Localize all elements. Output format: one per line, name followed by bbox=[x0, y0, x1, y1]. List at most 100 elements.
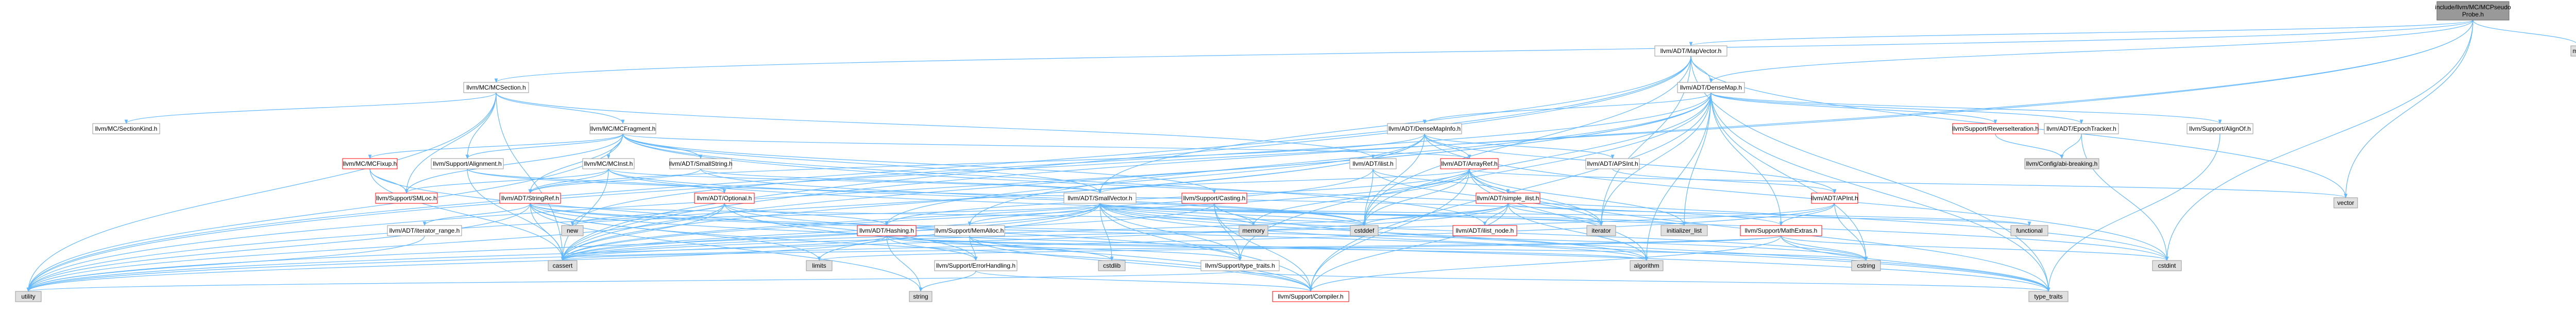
node-alignment[interactable]: llvm/Support/Alignment.h bbox=[431, 158, 504, 169]
edge-MCFragment-to-SMLoc bbox=[404, 133, 623, 194]
edge-MCSection-to-SMLoc bbox=[404, 92, 497, 194]
node-ilist-node[interactable]: llvm/ADT/ilist_node.h bbox=[1452, 225, 1517, 236]
node-type-traits-h[interactable]: llvm/Support/type_traits.h bbox=[1200, 260, 1280, 271]
node-utility[interactable]: utility bbox=[15, 291, 42, 302]
edge-Alignment-to-Optional bbox=[467, 168, 726, 194]
edge-StringRef-to-algorithm bbox=[530, 203, 1649, 261]
node-errorhandling[interactable]: llvm/Support/ErrorHandling.h bbox=[934, 260, 1018, 271]
edge-simple_ilist-to-functional bbox=[1507, 203, 2031, 226]
node-functional[interactable]: functional bbox=[2010, 225, 2048, 236]
node-casting[interactable]: llvm/Support/Casting.h bbox=[1181, 193, 1247, 204]
edge-DenseMapInfo-to-Hashing bbox=[885, 133, 1425, 226]
node-label: llvm/ADT/simple_ilist.h bbox=[1477, 195, 1539, 202]
node-smallvector[interactable]: llvm/ADT/SmallVector.h bbox=[1063, 193, 1137, 204]
edge-SmallVector-to-initializer_list bbox=[1099, 203, 1686, 226]
node-vector[interactable]: vector bbox=[2333, 197, 2358, 209]
node-smallstring[interactable]: llvm/ADT/SmallString.h bbox=[669, 158, 733, 169]
node-apsint[interactable]: llvm/ADT/APSInt.h bbox=[1585, 158, 1640, 169]
edge-MCInst-to-SMLoc bbox=[404, 168, 609, 194]
edge-DenseMap-to-cstring bbox=[1710, 92, 1868, 261]
node-memory[interactable]: memory bbox=[1239, 225, 1268, 236]
node-label: llvm/Support/MathExtras.h bbox=[1745, 227, 1818, 234]
edge-MemAlloc-to-Compiler bbox=[969, 235, 1313, 292]
node-box bbox=[1586, 225, 1616, 236]
edge-MathExtras-to-cstring bbox=[1781, 235, 1868, 261]
node-cstring[interactable]: cstring bbox=[1851, 260, 1881, 271]
node-box bbox=[1851, 260, 1881, 271]
node-type-traits[interactable]: type_traits bbox=[2028, 291, 2069, 302]
node-box bbox=[694, 193, 755, 204]
edge-AlignOf-to-type_traits bbox=[2046, 133, 2221, 292]
edge-SmallVector-to-type_traits bbox=[1099, 203, 2050, 292]
node-map[interactable]: map bbox=[2570, 45, 2576, 57]
node-densemapinfo[interactable]: llvm/ADT/DenseMapInfo.h bbox=[1387, 123, 1462, 134]
node-alignof[interactable]: llvm/Support/AlignOf.h bbox=[2187, 123, 2253, 134]
node-box bbox=[1440, 158, 1499, 169]
node-densemap[interactable]: llvm/ADT/DenseMap.h bbox=[1677, 82, 1745, 93]
node-box bbox=[2152, 260, 2182, 271]
node-mapvector[interactable]: llvm/ADT/MapVector.h bbox=[1654, 45, 1727, 57]
node-box bbox=[92, 123, 160, 134]
node-box bbox=[15, 291, 42, 302]
edge-DenseMap-to-cstddef bbox=[1362, 92, 1711, 226]
node-stringref[interactable]: llvm/ADT/StringRef.h bbox=[499, 193, 561, 204]
node-label: llvm/ADT/ArrayRef.h bbox=[1441, 160, 1497, 167]
node-algorithm[interactable]: algorithm bbox=[1630, 260, 1664, 271]
edge-SmallVector-to-type_traits_h bbox=[1099, 203, 1242, 261]
node-new[interactable]: new bbox=[561, 225, 584, 236]
node-mathextras[interactable]: llvm/Support/MathExtras.h bbox=[1740, 225, 1822, 236]
node-initializer-list[interactable]: initializer_list bbox=[1660, 225, 1708, 236]
node-mcfragment[interactable]: llvm/MC/MCFragment.h bbox=[589, 123, 656, 134]
node-box bbox=[2187, 123, 2253, 134]
node-reverseiteration[interactable]: llvm/Support/ReverseIteration.h bbox=[1952, 123, 2039, 134]
edge-simple_ilist-to-cstddef bbox=[1362, 203, 1509, 226]
node-abibreaking[interactable]: llvm/Config/abi-breaking.h bbox=[2024, 158, 2099, 169]
node-smloc[interactable]: llvm/Support/SMLoc.h bbox=[375, 193, 438, 204]
edge-DenseMap-to-MemAlloc bbox=[968, 92, 1711, 226]
node-label: llvm/ADT/ilist.h bbox=[1352, 160, 1393, 167]
node-box bbox=[1740, 225, 1822, 236]
node-label: llvm/Support/Alignment.h bbox=[433, 160, 501, 167]
edge-root-to-MapVector bbox=[1689, 20, 2473, 46]
node-mcinst[interactable]: llvm/MC/MCInst.h bbox=[582, 158, 635, 169]
node-iterator[interactable]: iterator bbox=[1586, 225, 1616, 236]
edge-MCInst-to-cassert bbox=[561, 168, 609, 261]
node-cassert[interactable]: cassert bbox=[548, 260, 578, 271]
node-box bbox=[2028, 291, 2069, 302]
edge-MCFragment-to-ilist_node bbox=[622, 133, 1487, 226]
edge-root-to-MCSection bbox=[495, 20, 2473, 83]
edge-MapVector-to-utility bbox=[26, 56, 1691, 292]
node-mcfixup[interactable]: llvm/MC/MCFixup.h bbox=[342, 158, 398, 169]
edge-ArrayRef-to-Compiler bbox=[1309, 168, 1470, 292]
node-box bbox=[582, 158, 635, 169]
node-mcsection[interactable]: llvm/MC/MCSection.h bbox=[463, 82, 529, 93]
edge-APInt-to-utility bbox=[26, 203, 1835, 292]
node-cstddef[interactable]: cstddef bbox=[1350, 225, 1379, 236]
node-sectionkind[interactable]: llvm/MC/SectionKind.h bbox=[92, 123, 160, 134]
node-cstdint[interactable]: cstdint bbox=[2152, 260, 2182, 271]
node-box bbox=[589, 123, 656, 134]
node-iterator-range[interactable]: llvm/ADT/iterator_range.h bbox=[387, 225, 462, 236]
edge-DenseMap-to-algorithm bbox=[1645, 92, 1711, 261]
node-compiler[interactable]: llvm/Support/Compiler.h bbox=[1272, 291, 1349, 302]
node-label: llvm/MC/MCFragment.h bbox=[590, 125, 656, 132]
node-label: cstddef bbox=[1354, 227, 1375, 234]
edge-MathExtras-to-limits bbox=[818, 235, 1782, 261]
node-epochtracker[interactable]: llvm/ADT/EpochTracker.h bbox=[2044, 123, 2119, 134]
edge-SmallString-to-SmallVector bbox=[700, 168, 1102, 194]
node-hashing[interactable]: llvm/ADT/Hashing.h bbox=[857, 225, 917, 236]
node-apint[interactable]: llvm/ADT/APInt.h bbox=[1811, 193, 1858, 204]
node-simple-ilist[interactable]: llvm/ADT/simple_ilist.h bbox=[1476, 193, 1540, 204]
node-cstdlib[interactable]: cstdlib bbox=[1098, 260, 1126, 271]
edge-MCFragment-to-Casting bbox=[622, 133, 1216, 194]
edge-ilist-to-cstddef bbox=[1362, 168, 1374, 226]
node-limits[interactable]: limits bbox=[806, 260, 833, 271]
node-memalloc[interactable]: llvm/Support/MemAlloc.h bbox=[934, 225, 1005, 236]
node-ilist[interactable]: llvm/ADT/ilist.h bbox=[1349, 158, 1397, 169]
node-string[interactable]: string bbox=[909, 291, 933, 302]
edge-SmallVector-to-cstdlib bbox=[1099, 203, 1114, 261]
node-arrayref[interactable]: llvm/ADT/ArrayRef.h bbox=[1440, 158, 1499, 169]
node-optional[interactable]: llvm/ADT/Optional.h bbox=[694, 193, 755, 204]
edge-ArrayRef-to-cstddef bbox=[1362, 168, 1470, 226]
